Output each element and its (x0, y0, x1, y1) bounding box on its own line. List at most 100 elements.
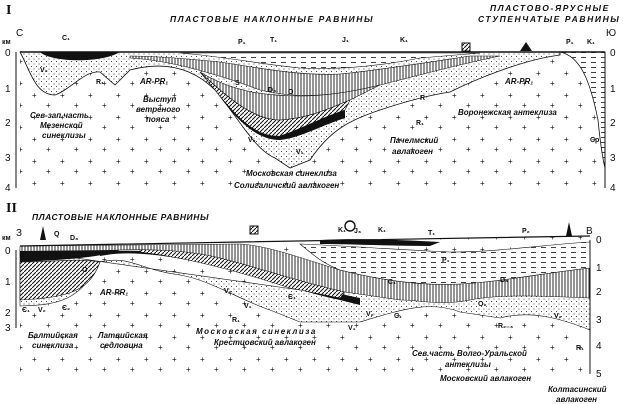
tick: 1 (610, 84, 616, 95)
strata-label: V₂ (38, 307, 46, 314)
strata-label: R₁ (416, 120, 424, 127)
section-2-heading: ПЛАСТОВЫЕ НАКЛОННЫЕ РАВНИНЫ (32, 212, 209, 222)
region-label: ветреного (136, 105, 180, 114)
carboniferous-black (40, 52, 120, 61)
direction-north: С (16, 28, 23, 39)
region-label: Крестцовский авлакоген (214, 338, 316, 347)
dark-layer (215, 90, 345, 140)
region-labels-2: Балтийская синеклиза Латвийская седловин… (28, 327, 607, 404)
strata-label: V₂ (366, 311, 374, 318)
strata-label: D₃ (268, 87, 276, 94)
region-label: Сев-зап.часть (30, 111, 89, 120)
region-label: Московский авлакоген (440, 374, 531, 383)
strata-label: P₁ (238, 39, 246, 46)
quarry-symbol (461, 42, 471, 52)
region-label: Сев.часть Волго-Уральской (412, 349, 527, 358)
baltic-black (20, 250, 120, 262)
region-label: синеклиза (32, 341, 74, 350)
baltic-hatched (19, 259, 101, 301)
section-1: I ПЛАСТОВЫЕ НАКЛОННЫЕ РАВНИНЫ ПЛАСТОВО-Я… (0, 3, 623, 208)
region-labels-1: Сев-зап.часть Мезенской синеклизы Выступ… (30, 95, 557, 190)
strata-labels-2: Q D₃ O Є₁ V₂ Є₂ V₂ V₁ Є₁ R₁ K₁ J₃ K₁ T₁ … (22, 227, 584, 352)
strata-label: J₁ (342, 37, 349, 44)
depth-ticks-left: 0 1 2 3 4 0 1 2 3 4 (5, 48, 616, 194)
strata-label: V₁ (244, 303, 252, 310)
strata-label: R₁ (96, 79, 104, 86)
strata-label: D₃ (70, 235, 78, 242)
strata-label: Є₁ (288, 294, 296, 301)
strata-label: K₁ (338, 227, 346, 234)
region-label: синеклизы (42, 131, 86, 140)
strata-label: R₁ (232, 317, 240, 324)
devonian-lower (199, 71, 381, 121)
tick: 2 (5, 308, 11, 319)
tick: 3 (5, 153, 11, 164)
tick: 0 (5, 48, 11, 59)
strata-label: R₁ (576, 345, 584, 352)
surface-line (19, 235, 591, 247)
permian-carboniferous-layer (299, 241, 591, 285)
section-1-heading: ПЛАСТОВЫЕ НАКЛОННЫЕ РАВНИНЫ (170, 14, 374, 24)
region-label: антеклизы (445, 360, 491, 369)
section-1-heading-right-1: ПЛАСТОВО-ЯРУСНЫЕ (490, 3, 610, 13)
strata-label: Q (54, 231, 60, 238)
region-label: авлакоген (392, 147, 433, 156)
strata-label: O (82, 267, 88, 274)
strata-label: R₂₋₃ (498, 323, 513, 330)
tower-symbol (40, 226, 46, 240)
strata-label: P₂ (522, 228, 530, 235)
circle-symbol (344, 220, 356, 232)
basement-label: AR-PR₁ (504, 77, 533, 86)
region-label: Колтасинский (548, 385, 607, 394)
strata-labels-1: C₁ P₁ T₁ J₁ K₁ P₁ K₁ V₂ R₁ R D₃ S O V₂ V… (40, 35, 599, 156)
strata-label: V₂ (248, 137, 256, 144)
strata-label: Є₁ (22, 307, 30, 314)
tick: 3 (610, 153, 616, 164)
direction-west: З (16, 228, 22, 239)
devonian-layer (129, 55, 501, 96)
quarry-symbol (249, 225, 259, 235)
region-label: Воронежская антеклиза (458, 108, 557, 117)
strata-label: K₁ (378, 227, 386, 234)
region-label: Московская синеклиза (246, 169, 337, 178)
region-label: седловина (100, 341, 143, 350)
strata-label: T₁ (270, 37, 277, 44)
strata-label: V₂ (40, 67, 48, 74)
region-label: Мезенской (40, 121, 83, 130)
strata-label: T₁ (428, 230, 435, 237)
triangle-symbol (520, 42, 532, 51)
section-1-numeral: I (6, 3, 11, 18)
region-label: Балтийская (28, 331, 78, 340)
section-2-numeral: II (6, 201, 17, 216)
strata-label: V₁ (296, 149, 304, 156)
strata-label: J₃ (354, 228, 361, 235)
cretaceous-black (320, 239, 440, 246)
permian-jurassic-layer (179, 52, 481, 69)
tower-symbol (566, 222, 572, 236)
region-label: Московская синеклиза (196, 327, 317, 336)
strata-label: Є₂ (62, 305, 70, 312)
basement-label: AR-PR₁ (99, 288, 128, 297)
strata-label: C₁ (394, 313, 402, 320)
tick: 1 (5, 84, 11, 95)
strata-label: K₁ (400, 37, 408, 44)
tick: 3 (5, 323, 11, 334)
strata-label: V₂ (224, 288, 232, 295)
strata-label: S (235, 80, 240, 87)
right-trough (559, 51, 606, 169)
tick: 1 (5, 277, 11, 288)
tick: 2 (5, 118, 11, 129)
region-label: авлакоген (556, 395, 597, 404)
tick: 4 (596, 341, 602, 352)
strata-label: C₁ (388, 279, 396, 286)
unit-km: км (2, 39, 11, 46)
basement-label: AR-PR₁ (139, 77, 168, 86)
region-label: пояса (146, 115, 170, 124)
tick: 3 (596, 315, 602, 326)
tick: 2 (610, 118, 616, 129)
region-label: Солигаличский авлакоген (234, 181, 339, 190)
strata-label: R (420, 95, 425, 102)
unit-km: км (2, 235, 11, 242)
